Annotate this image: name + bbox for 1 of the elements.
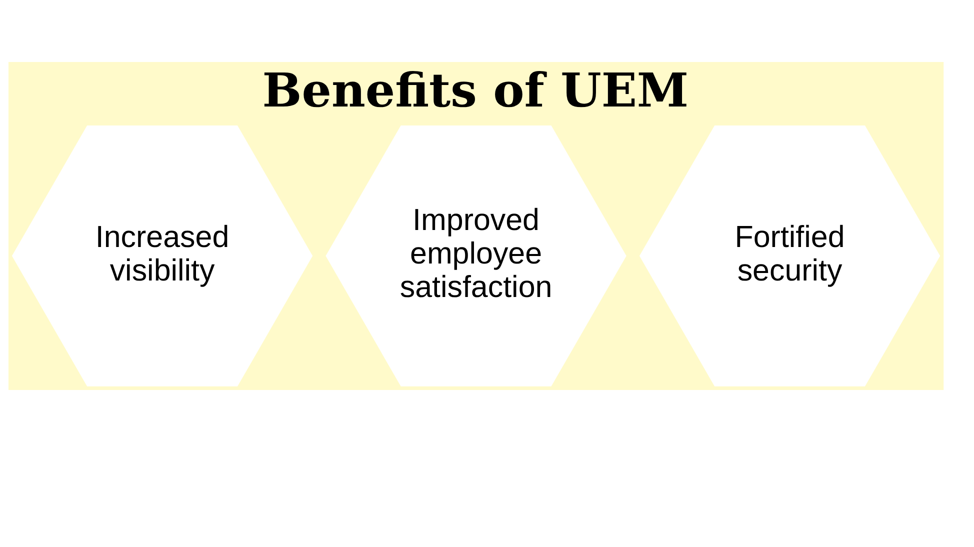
diagram-title: Benefits of UEM xyxy=(262,63,689,118)
